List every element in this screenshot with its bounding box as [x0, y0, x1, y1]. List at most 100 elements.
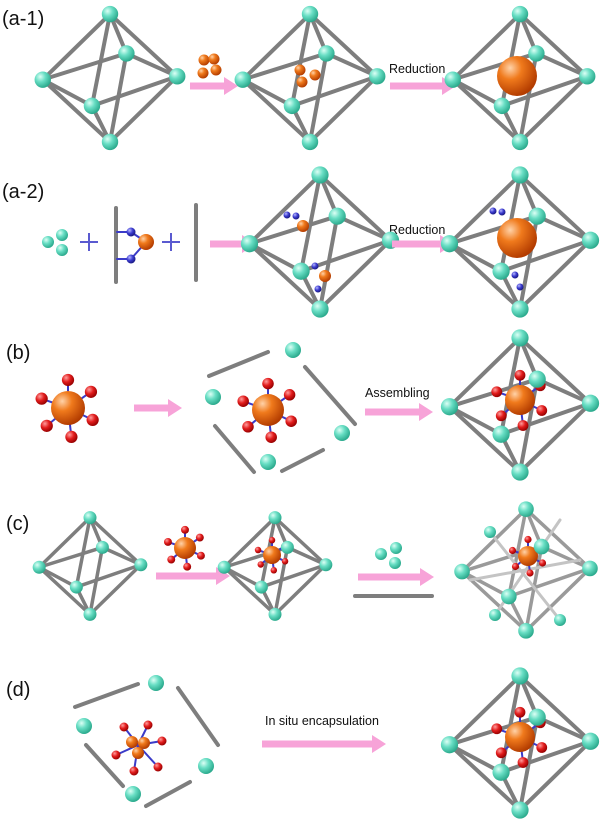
node — [318, 45, 335, 62]
strut — [37, 515, 92, 569]
linker-bar — [176, 686, 220, 747]
ligand-end — [536, 405, 548, 416]
strut — [535, 715, 593, 744]
nitrogen-atom — [126, 254, 136, 264]
node — [32, 560, 46, 574]
strut — [318, 172, 393, 243]
strut — [460, 569, 528, 633]
ligand-complex-icon — [111, 720, 167, 776]
node — [56, 229, 68, 241]
node — [492, 425, 510, 443]
strut — [518, 238, 593, 312]
ligand-end — [517, 420, 529, 431]
strut — [468, 558, 582, 582]
ligand-end — [526, 569, 534, 577]
ligand-end — [514, 369, 526, 381]
ligand-end — [143, 720, 153, 730]
node — [76, 718, 92, 734]
strut — [499, 238, 593, 274]
dispersed-components — [205, 342, 357, 474]
node — [518, 501, 534, 517]
strut — [447, 241, 504, 274]
strut — [460, 569, 511, 599]
panel-label-b: (b) — [6, 342, 30, 364]
ligand-end — [163, 537, 172, 546]
ligand-end — [524, 535, 532, 544]
arrow-label-d-in-situ: In situ encapsulation — [265, 714, 379, 728]
node — [268, 511, 282, 525]
node — [533, 538, 550, 555]
node — [389, 557, 401, 569]
strut — [518, 335, 593, 406]
ligand-complex-icon — [491, 706, 548, 768]
arrow-shaft — [365, 408, 421, 416]
ligand-end — [237, 395, 249, 407]
node — [511, 801, 529, 819]
ligand-end — [265, 431, 277, 443]
strut — [518, 739, 593, 813]
nanoparticle-icon — [497, 218, 537, 258]
ligand-end — [495, 747, 507, 759]
strut — [222, 565, 277, 617]
octahedral-cage-icon — [217, 511, 333, 621]
node — [260, 454, 276, 470]
node — [528, 370, 546, 388]
arrow-icon — [190, 77, 238, 95]
arrow-head — [372, 735, 386, 753]
strut — [488, 530, 562, 622]
node — [582, 560, 598, 577]
node — [268, 607, 282, 621]
strut — [535, 214, 593, 243]
metal-center — [252, 394, 284, 426]
strut — [247, 241, 322, 312]
node — [56, 244, 68, 256]
arrow-icon — [134, 399, 182, 417]
octahedral-cage-icon — [234, 5, 386, 151]
node — [554, 614, 566, 626]
node — [492, 262, 510, 280]
node — [234, 71, 251, 88]
ligand-complex-icon — [508, 535, 547, 577]
ligand-end — [536, 742, 548, 753]
strut — [40, 51, 129, 82]
node — [148, 675, 164, 691]
metal-precursor-icon — [375, 542, 402, 569]
node — [528, 45, 545, 62]
linker-bar — [73, 682, 140, 709]
strut — [324, 51, 380, 79]
node — [390, 542, 402, 554]
ligand-end — [281, 558, 289, 565]
ligand-end — [119, 722, 129, 732]
metal-center — [518, 546, 538, 566]
node — [118, 45, 135, 62]
panel-label-a2: (a-2) — [2, 181, 44, 203]
strut — [539, 544, 592, 571]
node — [328, 207, 346, 225]
metal-center — [51, 391, 85, 425]
arrow-icon — [358, 568, 434, 586]
ligand-end — [270, 567, 278, 574]
precursor-ion — [208, 53, 220, 65]
precursor-ion — [198, 54, 210, 66]
arrow-head — [168, 399, 182, 417]
node — [217, 560, 231, 574]
ligand-complex-icon — [237, 377, 297, 443]
octahedral-cage-icon — [440, 166, 600, 318]
strut — [308, 74, 380, 144]
strut — [308, 12, 380, 79]
strut — [222, 565, 264, 589]
strut — [259, 563, 328, 589]
metal-precursor-icon — [197, 53, 222, 79]
arrow-shaft — [210, 240, 244, 248]
node — [440, 736, 459, 754]
metal-atom — [138, 234, 154, 250]
strut — [447, 241, 522, 312]
strut — [37, 565, 79, 589]
strut — [447, 404, 522, 475]
octahedral-cage-icon — [440, 329, 600, 481]
ligand-end — [84, 385, 98, 398]
plus-icon — [162, 233, 180, 251]
node — [454, 563, 470, 580]
ligand-end — [538, 559, 547, 567]
metal-atom — [126, 736, 138, 748]
